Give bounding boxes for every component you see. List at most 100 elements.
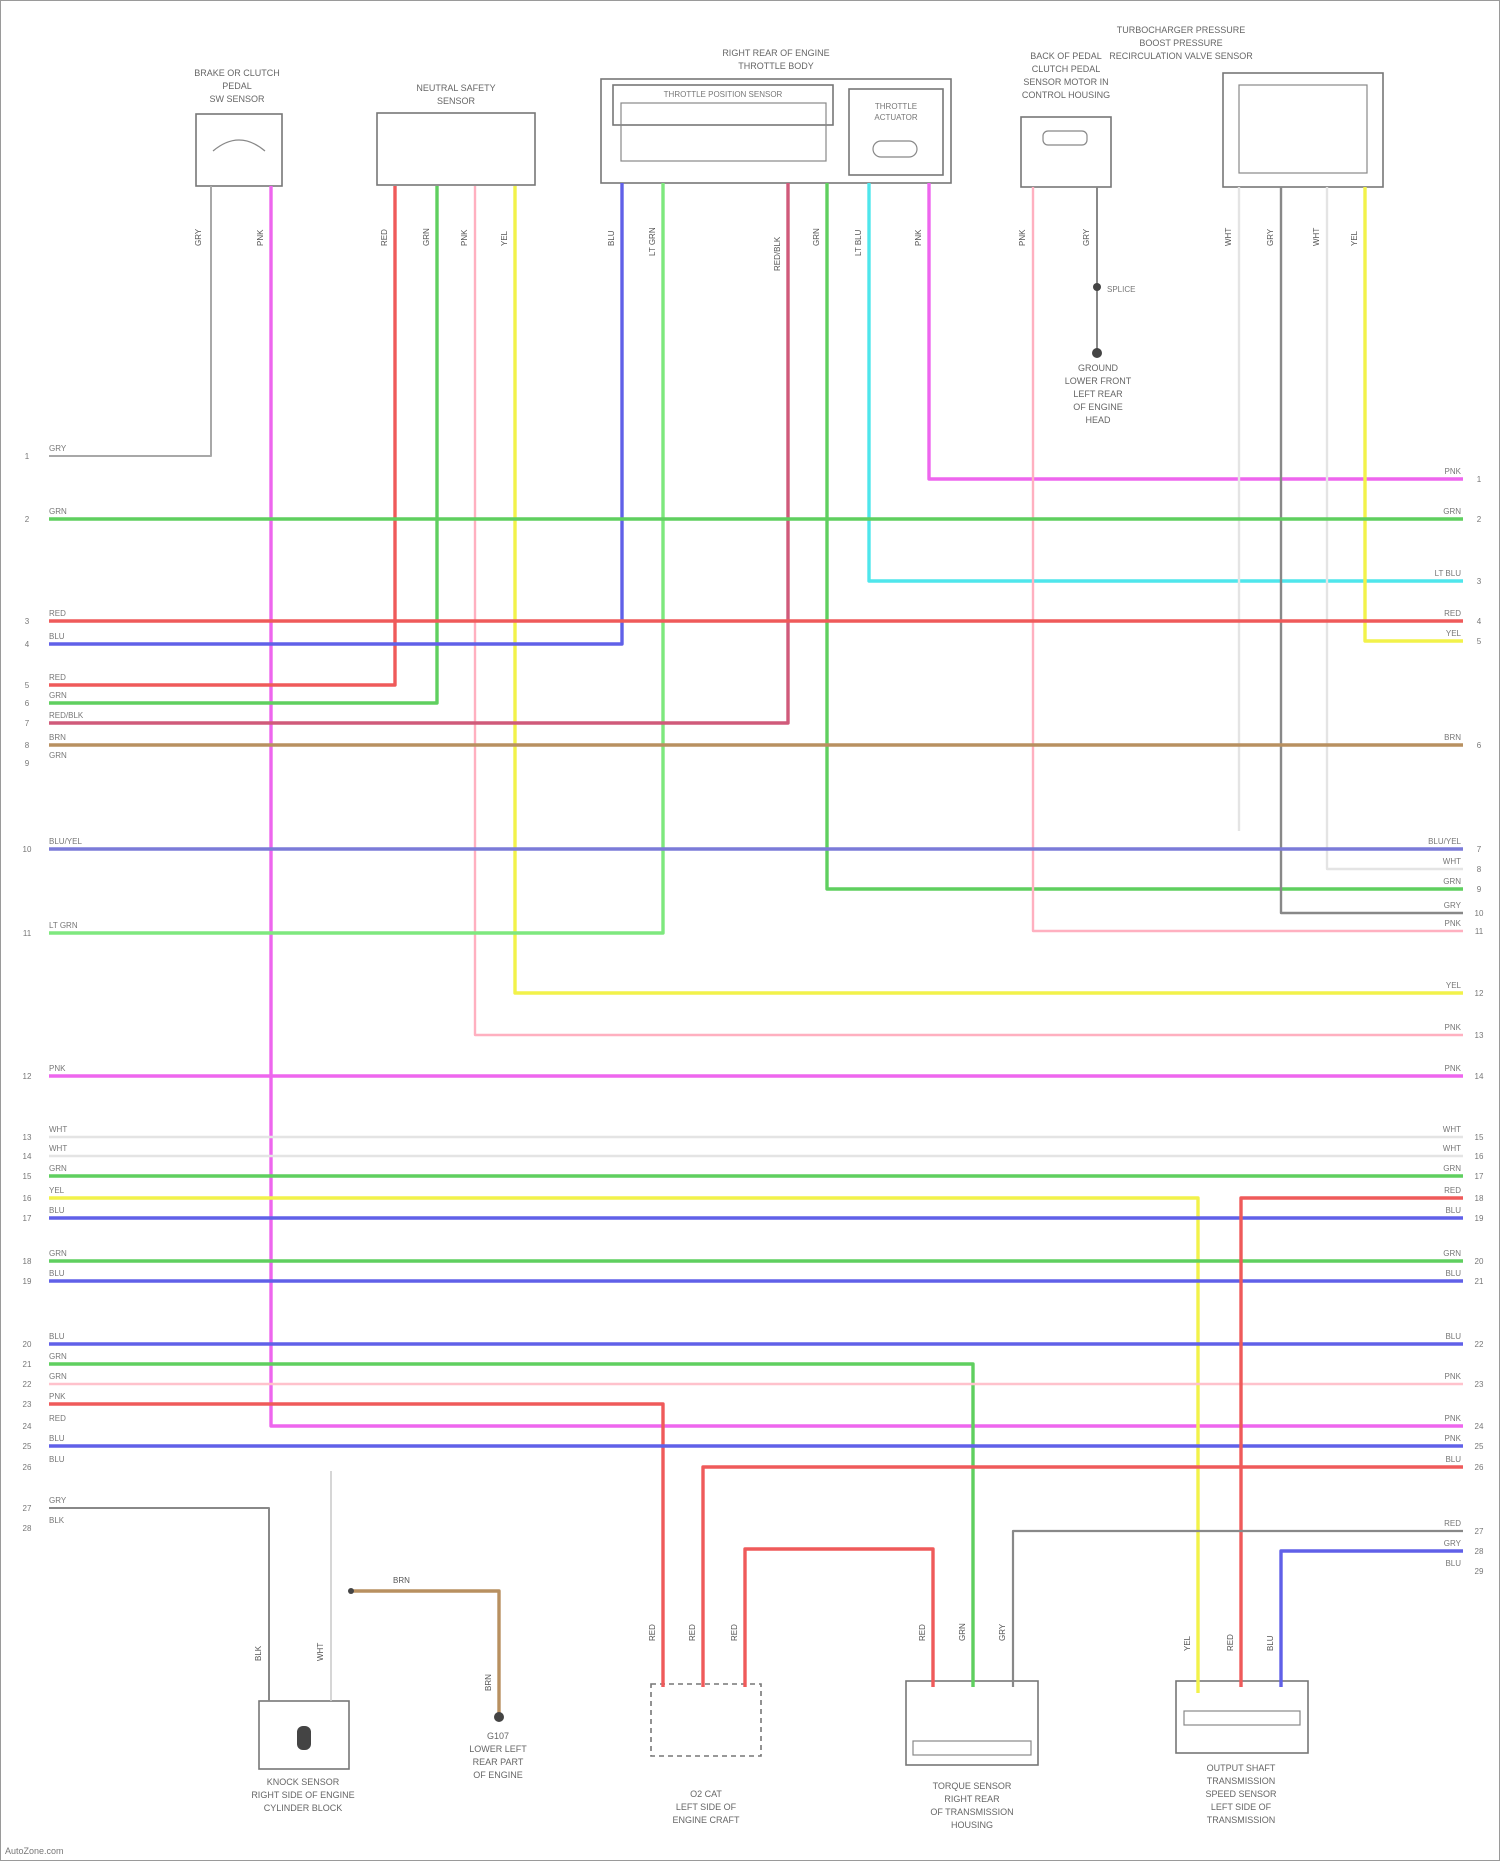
throttle-actuator-label-2: ACTUATOR xyxy=(874,113,917,122)
knock-sensor-caption-3: CYLINDER BLOCK xyxy=(264,1803,343,1813)
ground-left-caption-4: OF ENGINE xyxy=(1073,402,1123,412)
ground-lower-caption-1: G107 xyxy=(487,1731,509,1741)
output-speed-sensor[interactable]: OUTPUT SHAFT TRANSMISSION SPEED SENSOR L… xyxy=(1176,1681,1308,1825)
code-clutch-gry: GRY xyxy=(1082,228,1091,246)
left-pin-number: 27 xyxy=(23,1504,32,1513)
left-pin-wire-code: GRN xyxy=(49,1352,67,1361)
left-pin-wire-code: GRN xyxy=(49,691,67,700)
neutral-safety-sensor[interactable]: NEUTRAL SAFETY SENSOR xyxy=(377,83,535,185)
throttle-body-caption-2: THROTTLE BODY xyxy=(738,61,814,71)
wire-brake-gry[interactable] xyxy=(49,186,211,456)
left-pin-number: 14 xyxy=(23,1152,32,1161)
code-tb-grn: GRN xyxy=(812,228,821,246)
knock-sensor-caption-2: RIGHT SIDE OF ENGINE xyxy=(251,1790,354,1800)
left-pin-number: 11 xyxy=(23,929,32,938)
right-pin-number: 25 xyxy=(1475,1442,1484,1451)
clutch-pedal-sensor[interactable]: BACK OF PEDAL CLUTCH PEDAL SENSOR MOTOR … xyxy=(1021,51,1111,187)
wire-neutral-yel[interactable] xyxy=(515,186,1463,993)
right-pin-number: 7 xyxy=(1477,845,1482,854)
wire-tb-grn[interactable] xyxy=(827,183,1463,889)
right-pin-wire-code: GRY xyxy=(1444,901,1462,910)
left-connector-pins: 1GRY2GRN3RED4BLU5RED6GRN7RED/BLK8BRN9GRN… xyxy=(23,444,84,1533)
bus-line-grn-21[interactable] xyxy=(49,1364,973,1687)
code-neutral-yel: YEL xyxy=(500,230,509,246)
wire-os-blu[interactable] xyxy=(1281,1551,1463,1687)
wire-tb-redblk[interactable] xyxy=(49,183,788,723)
right-pin-number: 6 xyxy=(1477,741,1482,750)
ground-lower-rear: G107 LOWER LEFT REAR PART OF ENGINE xyxy=(469,1731,527,1780)
pressure-sensor-body xyxy=(1223,73,1383,187)
left-pin-wire-code: WHT xyxy=(49,1144,67,1153)
brake-switch[interactable]: BRAKE OR CLUTCH PEDAL SW SENSOR xyxy=(194,68,282,186)
code-act-ltblu: LT BLU xyxy=(854,229,863,256)
code-os-blu: BLU xyxy=(1266,1635,1275,1651)
wire-o2-tq-red[interactable] xyxy=(745,1549,933,1687)
wire-act-ltblu[interactable] xyxy=(869,183,1463,581)
output-speed-caption-2: TRANSMISSION xyxy=(1207,1776,1276,1786)
right-pin-number: 27 xyxy=(1475,1527,1484,1536)
right-pin-wire-code: WHT xyxy=(1443,857,1461,866)
left-pin-number: 18 xyxy=(23,1257,32,1266)
pressure-sensor-caption-3: RECIRCULATION VALVE SENSOR xyxy=(1109,51,1253,61)
torque-sensor[interactable]: TORQUE SENSOR RIGHT REAR OF TRANSMISSION… xyxy=(906,1681,1038,1830)
wire-code-labels: GRY PNK RED GRN PNK YEL BLU LT GRN RED/B… xyxy=(194,227,1359,1691)
brake-switch-caption-1: BRAKE OR CLUTCH xyxy=(194,68,280,78)
right-pin-number: 5 xyxy=(1477,637,1482,646)
turbo-pressure-sensor[interactable]: TURBOCHARGER PRESSURE BOOST PRESSURE REC… xyxy=(1109,25,1383,187)
o2-sensor-body xyxy=(651,1684,761,1756)
right-pin-wire-code: GRN xyxy=(1443,1249,1461,1258)
o2-sensor-caption-2: LEFT SIDE OF xyxy=(676,1802,737,1812)
wire-neutral-grn[interactable] xyxy=(49,186,437,703)
right-pin-number: 10 xyxy=(1475,909,1484,918)
wire-neutral-red[interactable] xyxy=(49,186,395,685)
ground-lower-caption-4: OF ENGINE xyxy=(473,1770,523,1780)
wire-knock-blk[interactable] xyxy=(49,1508,269,1701)
left-pin-number: 5 xyxy=(25,681,30,690)
right-pin-wire-code: GRN xyxy=(1443,507,1461,516)
wire-press-wht-b[interactable] xyxy=(1327,187,1463,869)
right-pin-wire-code: RED xyxy=(1444,1186,1461,1195)
ground-dot-lower xyxy=(494,1712,504,1722)
code-tq-grn: GRN xyxy=(958,1623,967,1641)
left-pin-wire-code: GRY xyxy=(49,444,67,453)
wire-tb-blu[interactable] xyxy=(49,183,622,644)
throttle-body[interactable]: RIGHT REAR OF ENGINE THROTTLE BODY THROT… xyxy=(601,48,951,183)
right-pin-number: 3 xyxy=(1477,577,1482,586)
wire-brake-pnk[interactable] xyxy=(271,186,1463,1426)
code-clutch-pnk: PNK xyxy=(1018,229,1027,246)
right-pin-number: 28 xyxy=(1475,1547,1484,1556)
code-knock-blk: BLK xyxy=(254,1645,263,1661)
left-pin-wire-code: PNK xyxy=(49,1064,66,1073)
left-pin-number: 8 xyxy=(25,741,30,750)
wire-o2-red[interactable] xyxy=(703,1467,1463,1687)
wire-tb-ltgrn[interactable] xyxy=(49,183,663,933)
knock-sensor[interactable]: KNOCK SENSOR RIGHT SIDE OF ENGINE CYLIND… xyxy=(251,1701,354,1813)
neutral-sensor-body xyxy=(377,113,535,185)
o2-sensor-caption-1: O2 CAT xyxy=(690,1789,722,1799)
left-pin-wire-code: GRN xyxy=(49,1164,67,1173)
ground-lower-caption-2: LOWER LEFT xyxy=(469,1744,527,1754)
output-speed-caption-3: SPEED SENSOR xyxy=(1205,1789,1277,1799)
code-tq-red: RED xyxy=(918,1624,927,1641)
left-pin-number: 3 xyxy=(25,617,30,626)
o2-sensor[interactable]: O2 CAT LEFT SIDE OF ENGINE CRAFT xyxy=(651,1684,761,1825)
left-pin-wire-code: BLU xyxy=(49,1269,65,1278)
left-pin-wire-code: BLU xyxy=(49,1455,65,1464)
code-press-gry: GRY xyxy=(1266,228,1275,246)
right-pin-wire-code: PNK xyxy=(1445,1434,1462,1443)
clutch-sensor-caption-2: CLUTCH PEDAL xyxy=(1032,64,1101,74)
code-o2-b: RED xyxy=(688,1624,697,1641)
code-o2-a: RED xyxy=(648,1624,657,1641)
code-tb-blu: BLU xyxy=(607,230,616,246)
left-pin-number: 6 xyxy=(25,699,30,708)
wire-act-pnk[interactable] xyxy=(929,183,1463,479)
wire-ground-brn[interactable] xyxy=(351,1591,499,1716)
right-pin-wire-code: BLU xyxy=(1445,1332,1461,1341)
code-ground-brn: BRN xyxy=(393,1576,410,1585)
ground-lower-caption-3: REAR PART xyxy=(473,1757,524,1767)
wire-tq-gry[interactable] xyxy=(1013,1531,1463,1687)
wire-os-red[interactable] xyxy=(1241,1198,1463,1687)
output-speed-sensor-body xyxy=(1176,1681,1308,1753)
wire-press-gry[interactable] xyxy=(1281,187,1463,913)
